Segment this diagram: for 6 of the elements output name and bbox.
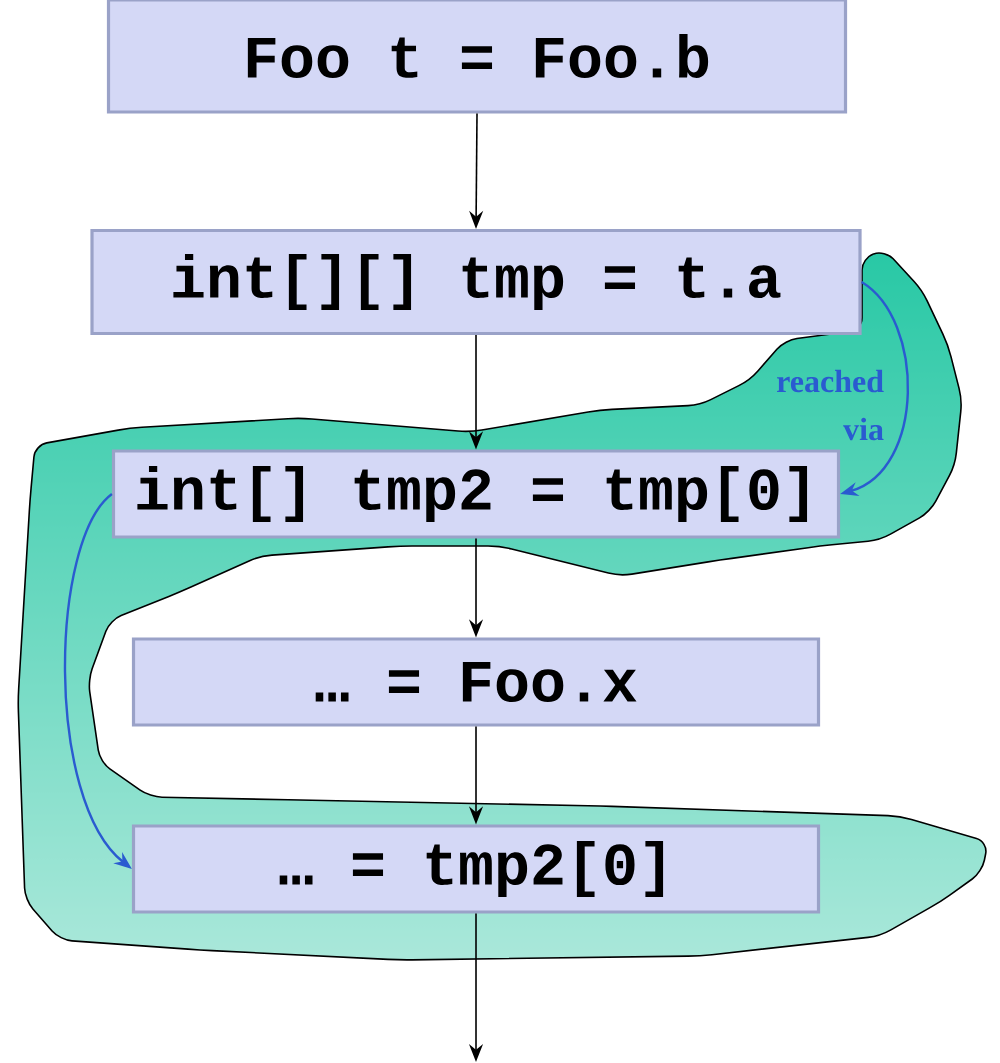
code-box: … = Foo.x [131,637,821,727]
code-box: int[][] tmp = t.a [90,228,862,336]
code-box: … = tmp2[0] [131,824,821,914]
code-box: int[] tmp2 = tmp[0] [111,449,841,539]
edge-label: reached via [777,369,884,441]
code-box: Foo t = Foo.b [106,0,848,114]
